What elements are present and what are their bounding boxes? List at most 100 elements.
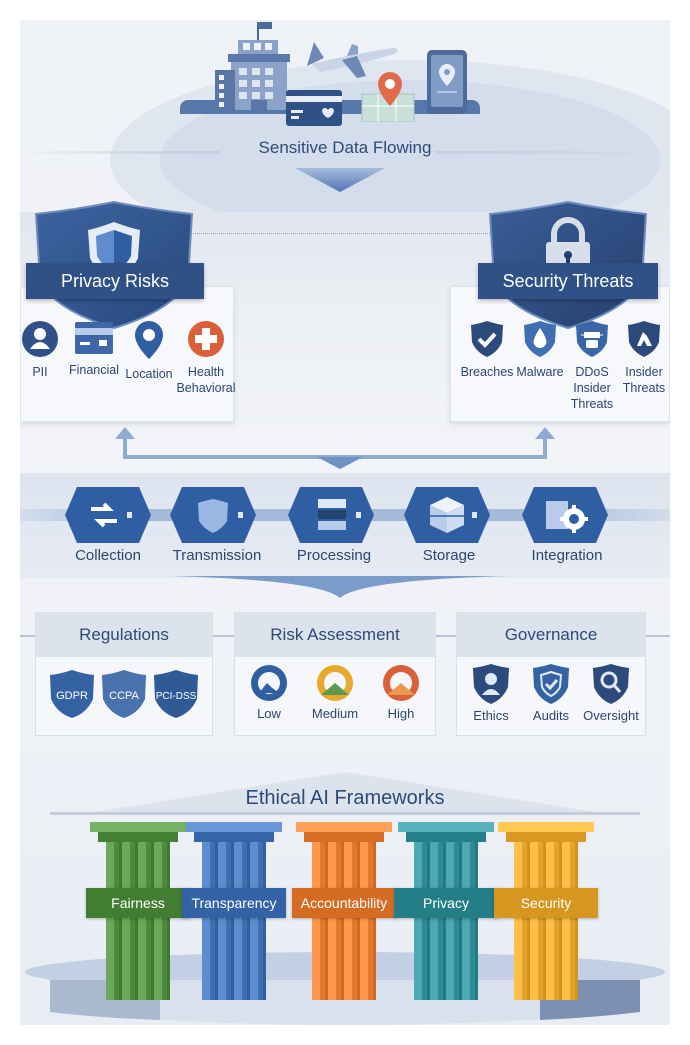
smartphone-icon <box>427 50 467 114</box>
pillar-capital-lower <box>194 832 274 842</box>
privacy-item-financial: Financial <box>64 320 124 396</box>
regulation-label: PCI-DSS <box>156 691 197 702</box>
check-shield-icon <box>533 664 569 704</box>
person-shield-icon <box>473 664 509 704</box>
security-item-malware: Malware <box>514 320 566 412</box>
security-item-label: Malware <box>516 365 564 379</box>
gear-icon <box>560 505 588 533</box>
medical-cross-icon <box>188 321 224 357</box>
pipeline-label-integration: Integration <box>531 547 603 564</box>
pillar-shaft <box>514 842 578 1000</box>
check-shield-icon <box>471 321 503 357</box>
pipeline-stage-integration[interactable] <box>522 487 608 543</box>
pillar-shaft <box>106 842 170 1000</box>
pillar-capital <box>498 822 594 832</box>
security-item-label: Insider <box>625 365 663 379</box>
governance-item-label: Ethics <box>473 708 509 723</box>
pillar-capital <box>186 822 282 832</box>
privacy-item-label: PII <box>32 365 48 379</box>
down-arrow-icon <box>295 168 385 192</box>
governance-title: Governance <box>457 613 645 657</box>
airplane-icon <box>307 42 398 78</box>
pillar-capital-lower <box>406 832 486 842</box>
risk-assessment-title: Risk Assessment <box>235 613 435 657</box>
governance-box: Governance Ethics Audits Oversight <box>456 612 646 736</box>
governance-item-ethics: Ethics <box>462 663 520 723</box>
regulation-label: CCPA <box>109 690 139 702</box>
privacy-item-location: Location <box>124 320 174 396</box>
cube-icon <box>430 497 464 533</box>
privacy-item-label: Health <box>187 365 225 379</box>
pipeline-stage-transmission[interactable] <box>170 487 256 543</box>
security-item-label: Breaches <box>460 365 514 379</box>
privacy-risks-banner: Privacy Risks <box>26 263 204 299</box>
security-threats-banner: Security Threats <box>478 263 658 299</box>
drop-shield-icon <box>524 321 556 357</box>
governance-item-audits: Audits <box>522 663 580 723</box>
network-shield-icon <box>576 321 608 357</box>
pipeline-label-collection: Collection <box>75 547 141 564</box>
pillar-privacy: Privacy <box>394 822 498 1002</box>
pipeline-label-storage: Storage <box>422 547 476 564</box>
pillar-capital <box>90 822 186 832</box>
pillar-label: Privacy <box>394 888 498 918</box>
privacy-item-label: Financial <box>68 363 120 377</box>
pipeline-stage-processing[interactable] <box>288 487 374 543</box>
pipeline-stage-storage[interactable] <box>404 487 490 543</box>
privacy-item-pii: PII <box>20 320 60 396</box>
shield-icon <box>198 499 228 533</box>
hero-title-rule-right <box>435 151 670 154</box>
pipeline-label-processing: Processing <box>296 547 372 564</box>
frameworks-title: Ethical AI Frameworks <box>245 787 445 809</box>
hero-title: Sensitive Data Flowing <box>258 138 432 157</box>
person-icon <box>22 321 58 357</box>
security-item-breaches: Breaches <box>460 320 514 412</box>
pillar-capital-lower <box>304 832 384 842</box>
risk-level-label: Medium <box>311 706 359 721</box>
pillar-shaft <box>312 842 376 1000</box>
governance-item-oversight: Oversight <box>582 663 640 723</box>
pillar-security: Security <box>494 822 598 1002</box>
pillar-shaft <box>202 842 266 1000</box>
pillar-capital-lower <box>98 832 178 842</box>
credit-card-icon <box>286 90 342 126</box>
hero-title-rule-left <box>20 151 220 154</box>
map-pin-icon <box>361 72 415 122</box>
security-item-label: Threats <box>622 381 666 395</box>
magnifier-shield-icon <box>593 664 629 704</box>
pillar-label: Security <box>494 888 598 918</box>
regulation-label: GDPR <box>56 690 88 702</box>
governance-item-label: Audits <box>532 708 570 723</box>
pillar-accountability: Accountability <box>292 822 396 1002</box>
dotted-connector <box>190 233 500 234</box>
risk-assessment-box: Risk Assessment Low Medium High <box>234 612 436 736</box>
pillar-capital <box>398 822 494 832</box>
pci-dss-shield-icon: PCI-DSS <box>154 670 198 718</box>
risk-level-high: High <box>372 663 430 721</box>
down-arrow-icon <box>170 576 510 598</box>
person-shield-icon <box>628 321 660 357</box>
privacy-item-label: Location <box>125 367 173 381</box>
map-pin-icon <box>135 321 163 359</box>
governance-item-label: Oversight <box>583 708 639 723</box>
feedback-connector-arrows <box>115 427 555 469</box>
sync-arrows-icon <box>91 502 117 528</box>
building-icon <box>215 22 290 110</box>
ccpa-shield-icon: CCPA <box>102 670 146 718</box>
pillar-label: Transparency <box>182 888 286 918</box>
pipeline-stage-collection[interactable] <box>65 487 151 543</box>
risk-level-label: Low <box>257 706 281 721</box>
privacy-item-label: Behavioral <box>176 381 236 395</box>
regulations-box: Regulations GDPR CCPA PCI-DSS <box>35 612 213 736</box>
pipeline-label-transmission: Transmission <box>172 547 262 564</box>
security-item-label: DDoS <box>575 365 609 379</box>
pillar-label: Accountability <box>292 888 396 918</box>
temple-roof <box>50 772 640 815</box>
pillar-label: Fairness <box>86 888 190 918</box>
regulations-title: Regulations <box>36 613 212 657</box>
